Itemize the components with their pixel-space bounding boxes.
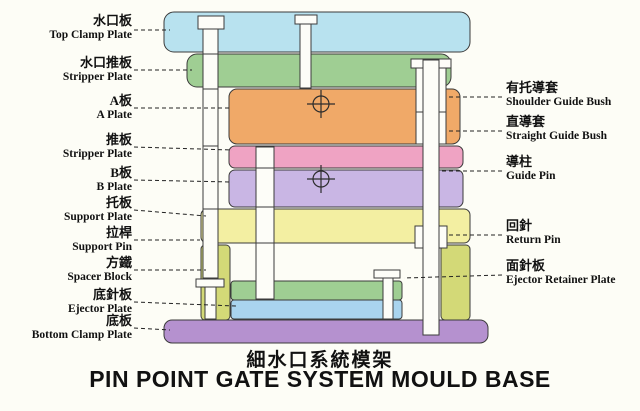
label-en: Support Plate [63,211,132,223]
label-ejector-plate: 底針板 Ejector Plate [4,288,132,316]
label-en: Ejector Retainer Plate [506,274,616,286]
label-cn: 水口推板 [79,55,132,70]
label-en: Spacer Block [67,271,132,283]
label-stripper-plate-top: 水口推板 Stripper Plate [4,56,132,84]
label-en: Top Clamp Plate [49,29,132,41]
label-straight-guide-bush: 直導套 Straight Guide Bush [506,115,638,143]
label-cn: 托板 [105,195,132,210]
label-en: Ejector Plate [68,303,132,315]
label-en: Return Pin [506,234,561,246]
sprue-puller-pin-shape [294,14,318,89]
leader-lines [133,29,503,331]
b-plate-shape [228,169,464,208]
spacer-block-right-shape [440,244,471,321]
label-en: Guide Pin [506,170,556,182]
label-guide-pin: 導柱 Guide Pin [506,155,638,183]
label-en: Stripper Plate [62,148,132,160]
bottom-clamp-plate-shape [163,319,489,344]
guide-bush-assembly-shape [410,58,452,336]
label-en: Bottom Clamp Plate [31,329,132,341]
label-bottom-clamp-plate: 底板 Bottom Clamp Plate [4,314,132,342]
center-pin-shape [255,146,275,300]
label-cn: 方鐵 [105,255,132,270]
label-support-pin: 拉桿 Support Pin [4,226,132,254]
diagram-title-chinese: 細水口系統模架 [246,350,394,371]
label-cn: 水口板 [92,13,132,28]
top-clamp-plate-shape [163,11,471,53]
diagram-title-english: PIN POINT GATE SYSTEM MOULD BASE [89,366,551,392]
stripper-plate-mid-shape [228,145,464,169]
label-spacer-block: 方鐵 Spacer Block [4,256,132,284]
label-cn: 導柱 [506,154,533,169]
label-ejector-retainer-plate: 面針板 Ejector Retainer Plate [506,259,638,287]
label-cn: 回針 [506,218,533,233]
label-en: Stripper Plate [62,71,132,83]
label-cn: A板 [109,93,132,108]
label-top-clamp-plate: 水口板 Top Clamp Plate [4,14,132,42]
label-en: Straight Guide Bush [506,130,607,142]
label-en: Support Pin [72,241,132,253]
label-stripper-plate-mid: 推板 Stripper Plate [4,133,132,161]
label-cn: 直導套 [506,114,546,129]
label-cn: 有托導套 [506,80,559,95]
label-return-pin: 回針 Return Pin [506,219,638,247]
label-en: B Plate [96,181,132,193]
hole-symbol-b-plate [307,165,335,193]
label-en: A Plate [96,109,132,121]
label-shoulder-guide-bush: 有托導套 Shoulder Guide Bush [506,81,638,109]
label-cn: B板 [110,165,132,180]
support-pin-shape [197,15,225,279]
guide-pin-shaft-shape [422,59,440,336]
label-a-plate: A板 A Plate [4,94,132,122]
ejector-pin-right-shape [373,269,401,320]
hole-symbol-a-plate [307,90,335,118]
label-cn: 拉桿 [105,225,132,240]
label-cn: 面針板 [506,258,546,273]
label-en: Shoulder Guide Bush [506,96,612,108]
ejector-plate-shape [230,299,403,320]
label-b-plate: B板 B Plate [4,166,132,194]
label-support-plate: 托板 Support Plate [4,196,132,224]
label-cn: 底針板 [92,287,132,302]
label-cn: 推板 [105,132,132,147]
label-cn: 底板 [105,313,132,328]
a-plate-shape [228,88,461,145]
ejector-pin-left-shape [195,278,225,320]
